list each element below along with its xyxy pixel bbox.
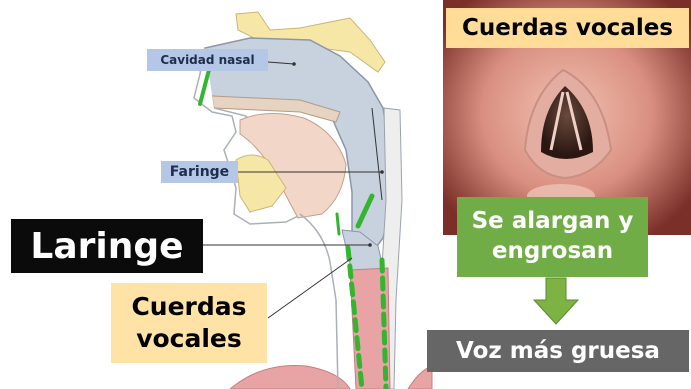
label-cuerdas-vocales: Cuerdas vocales — [111, 283, 267, 363]
down-arrow — [534, 278, 578, 324]
label-voz-mas-gruesa: Voz más gruesa — [427, 330, 689, 372]
leader-laringe-dot — [368, 243, 372, 247]
label-change-line2: engrosan — [492, 237, 613, 267]
label-cuerdas-vocales-line1: Cuerdas — [131, 291, 246, 324]
label-faringe: Faringe — [161, 161, 238, 183]
neck-outline — [300, 214, 338, 389]
label-se-alargan-y-engrosan: Se alargan y engrosan — [457, 197, 648, 277]
label-change-line1: Se alargan y — [472, 207, 634, 237]
photo-title-cuerdas-vocales: Cuerdas vocales — [446, 8, 689, 48]
epiglottis-small-green — [337, 214, 339, 234]
label-cavidad-nasal: Cavidad nasal — [147, 49, 268, 71]
leader-faringe-dot — [380, 170, 384, 174]
label-laringe: Laringe — [11, 219, 203, 273]
chest-outline — [230, 365, 350, 389]
label-cuerdas-vocales-line2: vocales — [136, 323, 242, 356]
leader-cuerdas-vocales — [268, 258, 352, 318]
leader-cavidad-nasal-dot — [292, 62, 296, 66]
